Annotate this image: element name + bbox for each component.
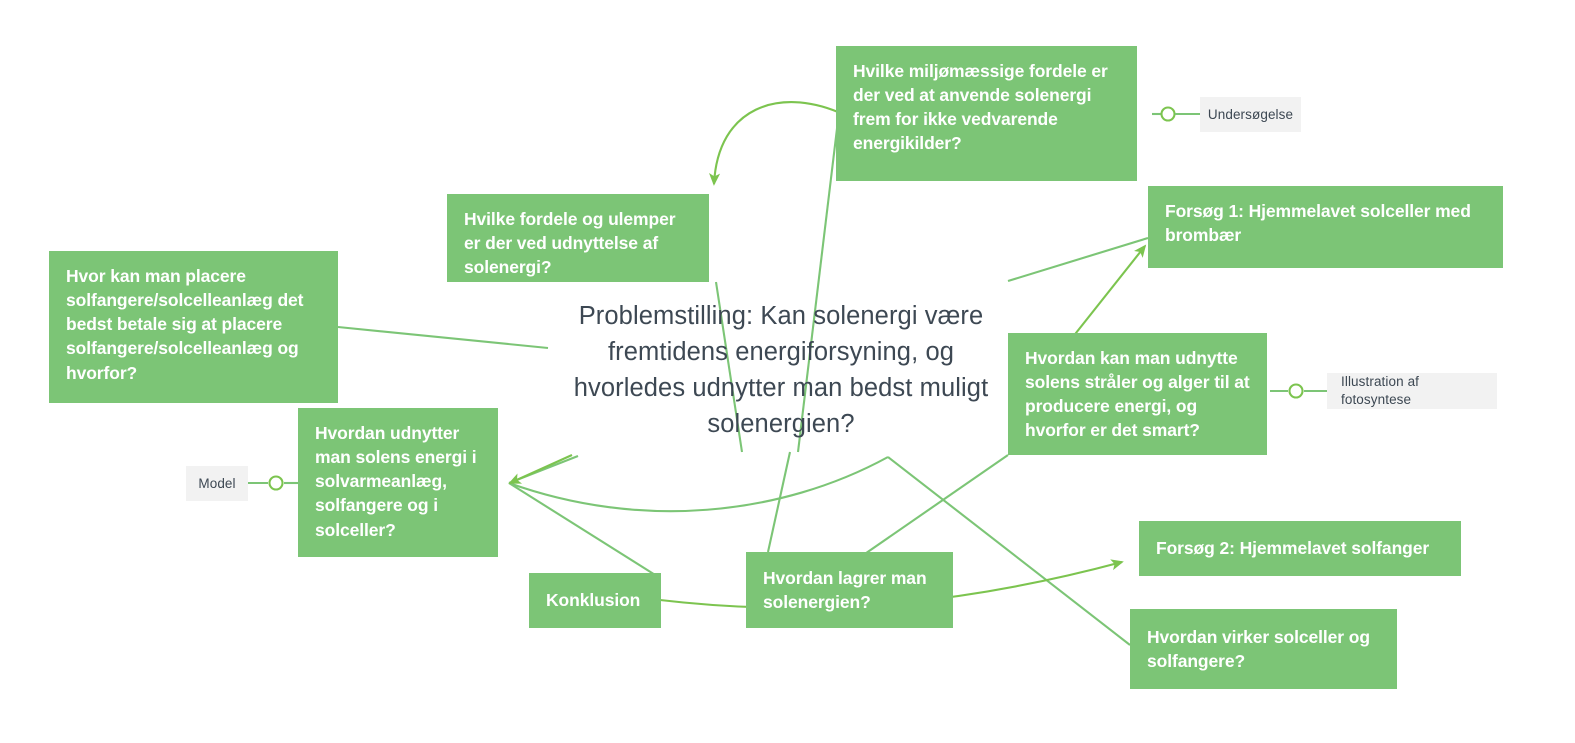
connector-illustration-dot [1288, 383, 1304, 399]
node-konklusion-label: Konklusion [546, 590, 641, 611]
node-placere-label: Hvor kan man placere solfangere/solcelle… [66, 266, 304, 383]
node-forsog-1[interactable]: Forsøg 1: Hjemmelavet solceller med brom… [1148, 186, 1503, 268]
edge-into-udnytter-solvarme [508, 454, 573, 484]
tag-model-label: Model [198, 475, 236, 491]
tag-illustration-label: Illustration af fotosyntese [1341, 374, 1420, 407]
edge-hub-to-konklusion [508, 482, 661, 579]
node-forsog-2-label: Forsøg 2: Hjemmelavet solfanger [1156, 538, 1430, 559]
node-lagrer[interactable]: Hvordan lagrer man solenergien? [746, 552, 953, 628]
node-placere[interactable]: Hvor kan man placere solfangere/solcelle… [49, 251, 338, 403]
node-alger[interactable]: Hvordan kan man udnytte solens stråler o… [1008, 333, 1267, 455]
node-center-label: Problemstilling: Kan solenergi være frem… [573, 301, 989, 439]
edge-hub-curve-right [508, 456, 889, 513]
tag-undersogelse-label: Undersøgelse [1207, 106, 1294, 122]
node-konklusion[interactable]: Konklusion [529, 573, 661, 628]
node-udnytter-solvarme[interactable]: Hvordan udnytter man solens energi i sol… [298, 408, 498, 557]
edge-lagrer-to-center [766, 451, 792, 553]
node-miljomaessige[interactable]: Hvilke miljømæssige fordele er der ved a… [836, 46, 1137, 181]
node-virker-label: Hvordan virker solceller og solfangere? [1147, 626, 1370, 671]
edge-hub-to-center [508, 455, 579, 484]
node-virker[interactable]: Hvordan virker solceller og solfangere? [1130, 609, 1397, 689]
tag-undersogelse[interactable]: Undersøgelse [1200, 97, 1301, 132]
node-forsog-1-label: Forsøg 1: Hjemmelavet solceller med brom… [1165, 201, 1471, 246]
node-lagrer-label: Hvordan lagrer man solenergien? [763, 567, 927, 612]
edge-center-to-forsog1 [1007, 236, 1149, 283]
edge-alger-to-forsog1 [1071, 244, 1147, 339]
connector-undersogelse-dot [1160, 106, 1176, 122]
node-miljomaessige-label: Hvilke miljømæssige fordele er der ved a… [853, 61, 1108, 154]
node-forsog-2[interactable]: Forsøg 2: Hjemmelavet solfanger [1139, 521, 1461, 576]
tag-model[interactable]: Model [186, 466, 248, 501]
node-alger-label: Hvordan kan man udnytte solens stråler o… [1025, 348, 1250, 441]
node-udnytter-solvarme-label: Hvordan udnytter man solens energi i sol… [315, 423, 477, 540]
edge-placere-to-center [337, 325, 549, 350]
node-fordele-ulemper-label: Hvilke fordele og ulemper er der ved udn… [464, 209, 676, 278]
connector-model-dot [268, 475, 284, 491]
tag-illustration[interactable]: Illustration af fotosyntese [1327, 373, 1497, 409]
node-fordele-ulemper[interactable]: Hvilke fordele og ulemper er der ved udn… [447, 194, 709, 282]
node-center-problemstilling[interactable]: Problemstilling: Kan solenergi være frem… [556, 300, 1006, 440]
edge-miljomaessige-to-fordele [709, 101, 839, 186]
